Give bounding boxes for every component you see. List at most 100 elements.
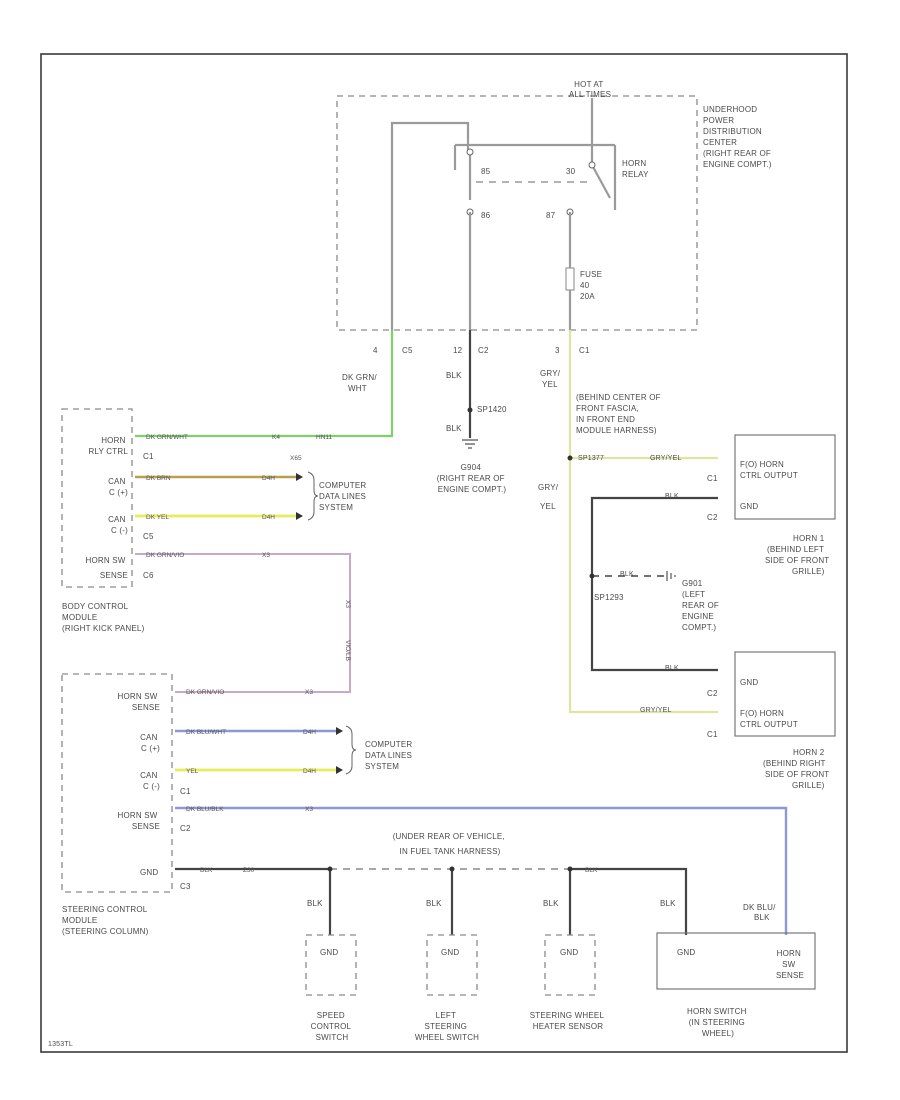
bcm-c6: C6 bbox=[143, 571, 154, 580]
horn2-wire-gry-yel: GRY/YEL bbox=[640, 707, 672, 714]
heater-sensor-gnd: GND bbox=[560, 948, 578, 957]
scm-gnd: GND bbox=[140, 868, 158, 877]
scm-wire-5-code: Z30 bbox=[243, 867, 255, 874]
diagram-frame bbox=[40, 53, 848, 1053]
computer-data-lines-1: COMPUTER DATA LINES SYSTEM bbox=[319, 481, 369, 512]
scm-c3: C3 bbox=[180, 882, 191, 891]
relay-pin-30: 30 bbox=[566, 167, 576, 176]
g901-label: G901 (LEFT REAR OF ENGINE COMPT.) bbox=[682, 579, 721, 632]
bcm-wire-2-code: D4H bbox=[262, 475, 275, 482]
scm-horn-sw-sense-2: HORN SW SENSE bbox=[117, 811, 160, 831]
speed-control-gnd: GND bbox=[320, 948, 338, 957]
relay-pin-87: 87 bbox=[546, 211, 556, 220]
bus-wire-blk: BLK bbox=[585, 867, 598, 874]
bcm-wire-3-label: DK YEL bbox=[146, 514, 169, 521]
scm-wire-4-code: X3 bbox=[305, 806, 313, 813]
horn-switch-label: HORN SWITCH (IN STEERING WHEEL) bbox=[687, 1007, 749, 1038]
splice-sp1293: SP1293 bbox=[594, 593, 624, 602]
horn1-output-label: F(O) HORN CTRL OUTPUT bbox=[740, 460, 798, 480]
scm-wire-3-label: YEL bbox=[186, 768, 199, 775]
scm-can-h: CAN C (+) bbox=[140, 733, 160, 753]
wire-dk-grn-wht bbox=[135, 330, 394, 438]
horn-switch-box bbox=[656, 932, 816, 990]
bcm-horn-sw-sense: HORN SW SENSE bbox=[85, 556, 128, 580]
switch-wire-dk-blu-blk: DK BLU/ BLK bbox=[743, 903, 778, 922]
wire-blk-g901: BLK bbox=[620, 571, 634, 578]
scm-horn-sw-sense: HORN SW SENSE bbox=[117, 692, 160, 712]
switch-wire-blk-2: BLK bbox=[426, 899, 442, 908]
pink-wire-vertical-code2: VIO/LB bbox=[344, 640, 351, 661]
c1-connector-label: C1 bbox=[579, 346, 590, 355]
scm-wire-5-label: BLK bbox=[200, 867, 213, 874]
scm-wire-2-code: D4H bbox=[303, 729, 316, 736]
wire-dk-grn-vio bbox=[135, 553, 351, 693]
horn1-c2-label: C2 bbox=[707, 513, 718, 522]
horn1-box bbox=[734, 434, 836, 520]
horn2-gnd-label: GND bbox=[740, 678, 758, 687]
heater-sensor-label: STEERING WHEEL HEATER SENSOR bbox=[530, 1011, 607, 1031]
splice-sp1420: SP1420 bbox=[477, 405, 507, 414]
updc-label: UNDERHOOD POWER DISTRIBUTION CENTER (RIG… bbox=[703, 105, 773, 169]
scm-wire-1-label: DK GRN/VIO bbox=[186, 689, 224, 696]
horn1-wire-blk: BLK bbox=[665, 493, 679, 500]
scm-box bbox=[61, 673, 173, 893]
pink-wire-vertical-code: X3 bbox=[344, 600, 351, 608]
splice-sp1377: SP1377 bbox=[578, 455, 604, 462]
relay-pin-86: 86 bbox=[481, 211, 491, 220]
bcm-wire-2-label: DK BRN bbox=[146, 475, 171, 482]
left-steering-switch-label: LEFT STEERING WHEEL SWITCH bbox=[415, 1011, 479, 1042]
speed-control-switch-box bbox=[305, 934, 357, 996]
bcm-wire-1-code2: HN11 bbox=[316, 434, 333, 441]
wire-dk-blu-blk bbox=[175, 806, 788, 935]
bcm-wire-3-code: D4H bbox=[262, 514, 275, 521]
switch-wire-blk-3: BLK bbox=[543, 899, 559, 908]
left-steering-switch-box bbox=[426, 934, 478, 996]
horn-ground-loop bbox=[590, 496, 718, 672]
c2-connector-label: C2 bbox=[478, 346, 489, 355]
bcm-wire-4-label: DK GRN/VIO bbox=[146, 552, 184, 559]
ground-bus-right bbox=[570, 867, 688, 935]
c5-pin-label: 4 bbox=[373, 346, 378, 355]
scm-wire-1-code: X3 bbox=[305, 689, 313, 696]
horn2-output-label: F(O) HORN CTRL OUTPUT bbox=[740, 709, 798, 729]
bcm-c5: C5 bbox=[143, 532, 154, 541]
computer-data-lines-2: COMPUTER DATA LINES SYSTEM bbox=[365, 740, 415, 771]
ground-g904-label: G904 (RIGHT REAR OF ENGINE COMPT.) bbox=[437, 463, 507, 494]
horn1-title: HORN 1 (BEHIND LEFT SIDE OF FRONT GRILLE… bbox=[765, 534, 832, 576]
wire-dk-grn-wht-label: DK GRN/ WHT bbox=[342, 373, 379, 393]
fuse-label: FUSE 40 20A bbox=[580, 270, 605, 301]
horn2-c2-label: C2 bbox=[707, 689, 718, 698]
under-rear-label: (UNDER REAR OF VEHICLE, IN FUEL TANK HAR… bbox=[393, 832, 508, 856]
scm-wire-3-code: D4H bbox=[303, 768, 316, 775]
scm-c1: C1 bbox=[180, 787, 191, 796]
c5-connector-label: C5 bbox=[402, 346, 413, 355]
bcm-wire-1-label: DK GRN/WHT bbox=[146, 434, 188, 441]
bcm-code-x65: X65 bbox=[290, 455, 302, 462]
scm-title: STEERING CONTROL MODULE (STEERING COLUMN… bbox=[62, 905, 150, 936]
hot-at-all-times-label: HOT AT ALL TIMES bbox=[569, 80, 611, 99]
horn2-title: HORN 2 (BEHIND RIGHT SIDE OF FRONT GRILL… bbox=[763, 748, 832, 790]
horn-relay-label: HORN RELAY bbox=[622, 159, 649, 179]
page-code: 1353TL bbox=[48, 1041, 73, 1048]
bcm-can-h: CAN C (+) bbox=[108, 477, 128, 497]
updc-box bbox=[336, 95, 698, 331]
horn2-wire-blk: BLK bbox=[665, 665, 679, 672]
scm-can-l: CAN C (-) bbox=[140, 771, 160, 791]
c2-pin-label: 12 bbox=[453, 346, 463, 355]
wire-gry-yel-label-1: GRY/ YEL bbox=[540, 369, 563, 389]
horn1-c1-label: C1 bbox=[707, 474, 718, 483]
horn-switch-sense-label: HORN SW SENSE bbox=[776, 949, 804, 980]
relay-pin-85: 85 bbox=[481, 167, 491, 176]
bcm-wire-1-code: K4 bbox=[272, 434, 280, 441]
horn2-box bbox=[734, 651, 836, 737]
bcm-wire-4-code: X3 bbox=[262, 552, 270, 559]
scm-wire-4-label: DK BLU/BLK bbox=[186, 806, 224, 813]
left-steering-gnd: GND bbox=[441, 948, 459, 957]
horn1-gnd-label: GND bbox=[740, 502, 758, 511]
switch-wire-blk-1: BLK bbox=[307, 899, 323, 908]
switch-wire-blk-4: BLK bbox=[660, 899, 676, 908]
horn-switch-gnd: GND bbox=[677, 948, 695, 957]
bcm-horn-rly-ctrl: HORN RLY CTRL bbox=[88, 436, 128, 456]
speed-control-switch-label: SPEED CONTROL SWITCH bbox=[311, 1011, 354, 1042]
horn2-c1-label: C1 bbox=[707, 730, 718, 739]
